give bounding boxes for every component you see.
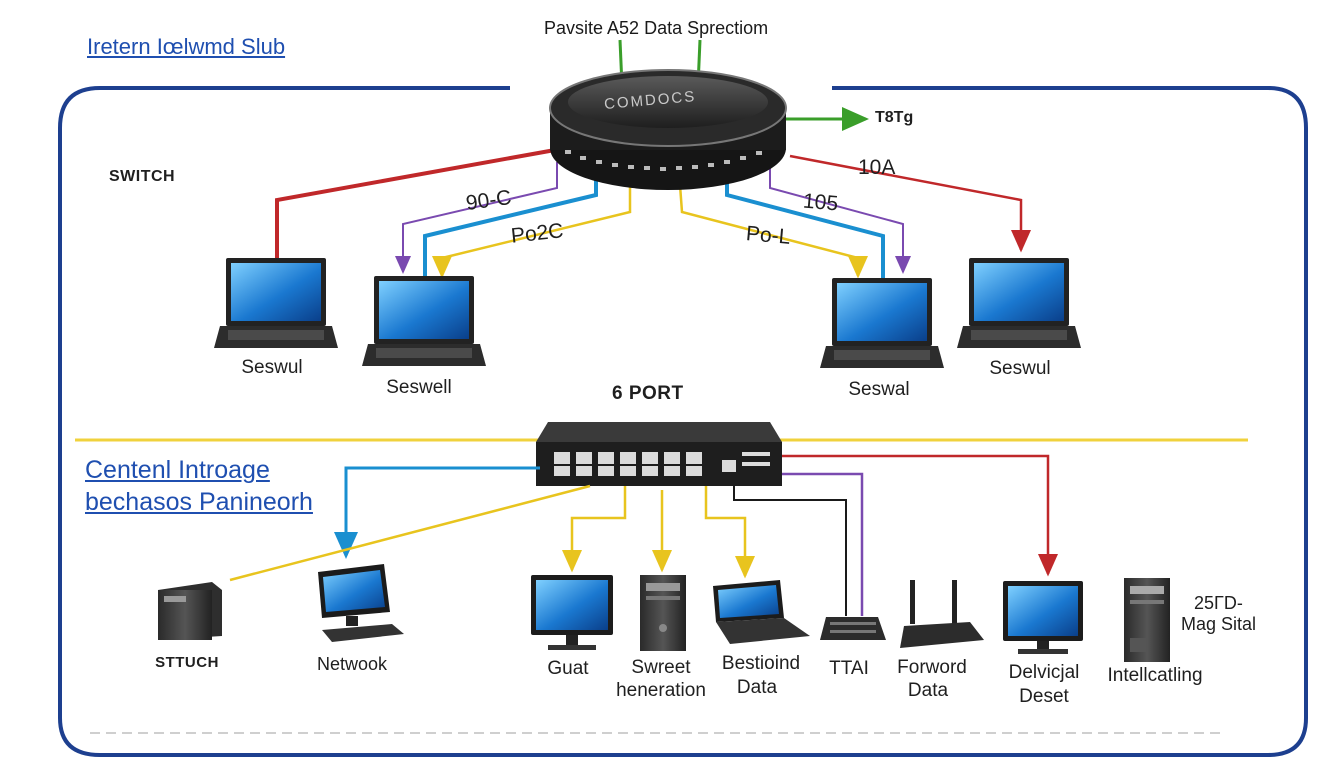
frame-border [58, 86, 1308, 757]
device-label: TTAI [829, 658, 869, 679]
device-label: Deset [1019, 686, 1069, 707]
network-device-icon [820, 617, 886, 640]
pc-tower-icon [640, 575, 686, 651]
monitor-icon [531, 575, 613, 650]
device-label: Data [907, 680, 949, 701]
device-label: Netwook [316, 654, 388, 674]
port-switch-icon [536, 422, 782, 486]
wire-purple-right [769, 165, 911, 274]
side-note: Mag Sital [1181, 614, 1257, 634]
diagram-title: Pavsite A52 Data Sprectiom [544, 18, 769, 38]
port-switch-title: 6 PORT [612, 383, 684, 404]
device-label: STTUCH [155, 654, 219, 671]
laptop-label: Seswul [241, 357, 303, 378]
section-title-line-1: Centenl Introage [85, 456, 270, 484]
side-note: 25ΓD- [1194, 593, 1243, 613]
round-router-icon [549, 69, 787, 190]
device-label: Delvicjal [1008, 662, 1080, 683]
laptop-icon [820, 278, 944, 368]
wire-blue-right [725, 182, 885, 278]
wire-label: 105 [802, 189, 840, 216]
wire-yellow-long [229, 484, 591, 582]
laptop-icon [957, 258, 1081, 348]
wire-yellow-3 [704, 486, 755, 579]
laptop-label: Seswell [386, 377, 452, 398]
wire-blue-bottom [334, 466, 540, 559]
wire-blue-left [423, 168, 598, 278]
monitor-icon [1003, 581, 1083, 654]
device-label: Bestioind [721, 653, 801, 674]
wire-yellow-right [678, 184, 868, 279]
corner-link[interactable]: Iretern Iœlwmd Slub [87, 34, 286, 59]
arrow-label: T8Tg [875, 109, 914, 126]
wire-purple-left [395, 162, 558, 274]
tower-server-icon [158, 582, 222, 640]
wire-yellow-left [432, 185, 632, 279]
laptop-icon [214, 258, 338, 348]
server-icon [1124, 578, 1170, 662]
device-label: Data [736, 677, 778, 698]
device-label: heneration [616, 680, 706, 701]
device-label: Intellcatling [1107, 665, 1203, 686]
wire-red-right [789, 154, 1031, 253]
device-label: Swreet [631, 657, 691, 678]
wire-red-left [275, 148, 556, 258]
wire-purple-bottom [782, 472, 864, 616]
laptop-label: Seswal [848, 379, 910, 400]
laptop-icon [713, 580, 810, 644]
wire-red-bottom [782, 454, 1058, 577]
laptop-label: Seswul [989, 358, 1051, 379]
switch-label: SWITCH [109, 168, 176, 185]
router-antenna-icon [900, 580, 984, 648]
laptop-icon [362, 276, 486, 366]
section-title-line-2: bechasos Panineorh [85, 488, 313, 516]
wire-yellow-1 [562, 486, 627, 573]
wire-black [733, 486, 847, 616]
device-label: Guat [547, 658, 589, 679]
device-label: Forword [897, 657, 967, 678]
wire-label: Po-L [745, 222, 792, 249]
wire-label: 10A [858, 156, 896, 179]
desktop-workstation-icon [318, 564, 404, 642]
